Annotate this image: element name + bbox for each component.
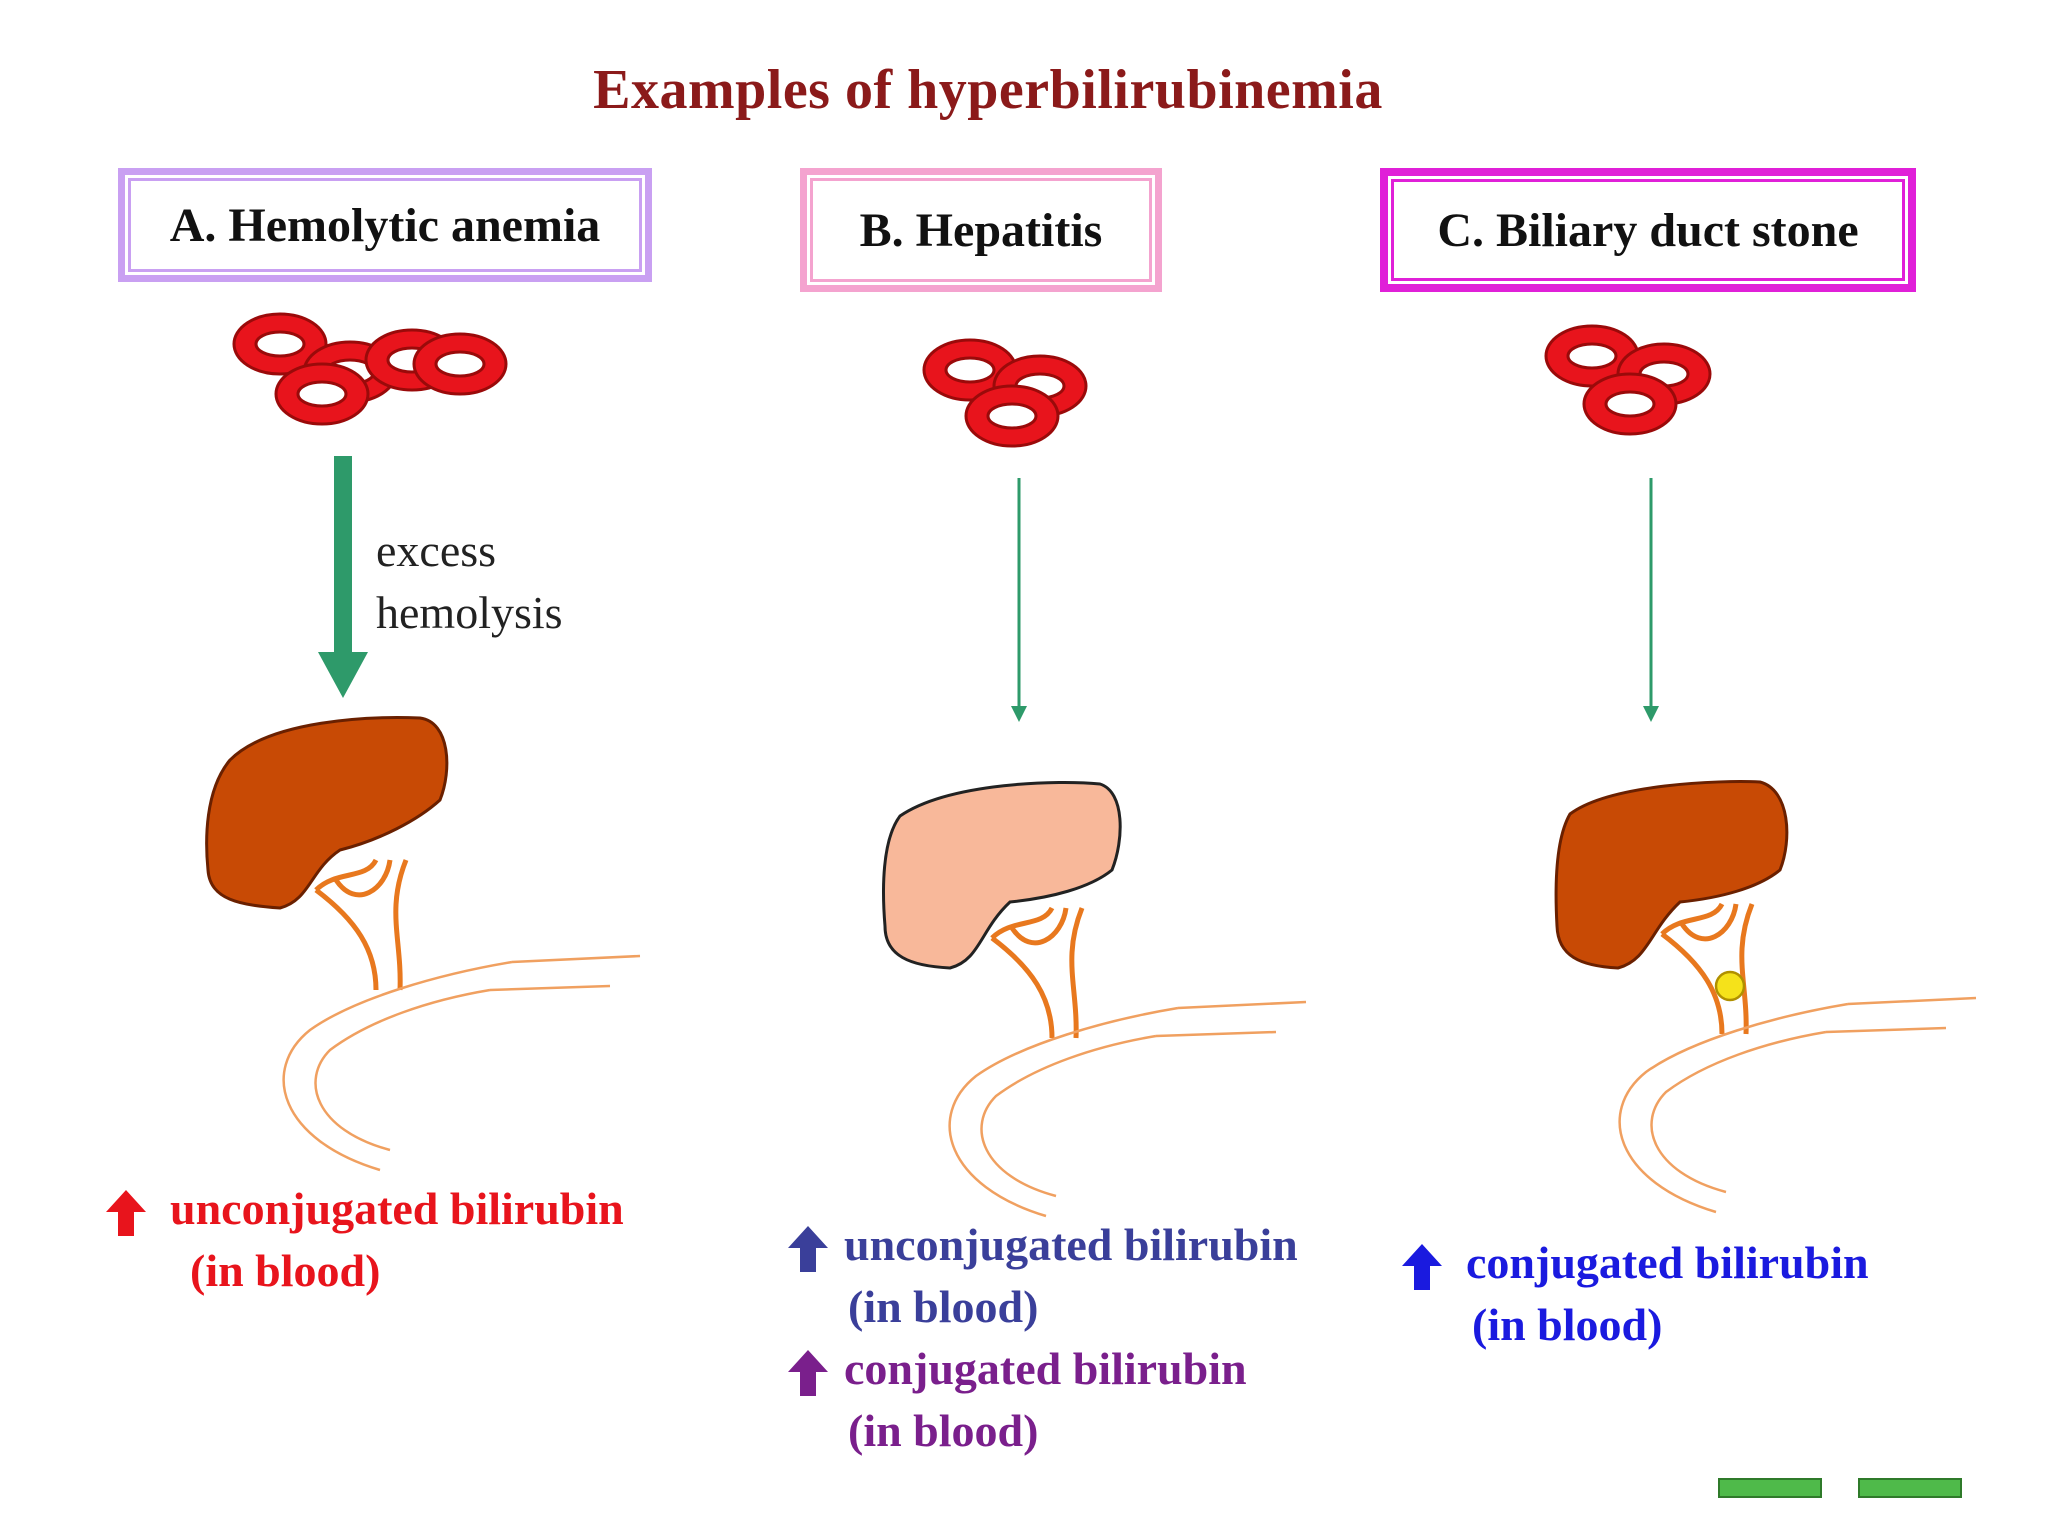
result-line2: (in blood) <box>848 1281 1039 1332</box>
panel-c-label: C. Biliary duct stone <box>1380 168 1916 292</box>
flow-arrow <box>1643 478 1659 722</box>
up-arrow-icon <box>788 1226 828 1273</box>
panel-a-result: unconjugated bilirubin (in blood) <box>104 1178 624 1302</box>
red-blood-cell-icon <box>1544 324 1712 436</box>
liver-icon <box>1554 780 1978 1214</box>
up-arrow-icon <box>788 1350 828 1397</box>
excess-label: excess <box>376 525 497 576</box>
next-slide-icon[interactable] <box>1858 1478 1962 1498</box>
result-line1: unconjugated bilirubin <box>170 1183 624 1234</box>
prev-slide-icon[interactable] <box>1718 1478 1822 1498</box>
result-line1: unconjugated bilirubin <box>844 1219 1298 1270</box>
up-arrow-icon <box>1402 1244 1442 1291</box>
up-arrow-icon <box>106 1190 146 1237</box>
result-line1: conjugated bilirubin <box>1466 1237 1869 1288</box>
panel-a-label: A. Hemolytic anemia <box>118 168 652 282</box>
result-line2: (in blood) <box>848 1405 1039 1456</box>
panel-b-result-1: unconjugated bilirubin (in blood) <box>786 1214 1298 1338</box>
excess-hemolysis-label: excess hemolysis <box>376 520 563 644</box>
liver-icon <box>205 716 642 1172</box>
result-line2: (in blood) <box>190 1245 381 1296</box>
red-blood-cell-icon <box>922 338 1088 448</box>
hemolysis-label: hemolysis <box>376 587 563 638</box>
panel-b-label: B. Hepatitis <box>800 168 1162 292</box>
red-blood-cell-icon <box>232 312 508 426</box>
gallstone-icon <box>1714 970 1746 1002</box>
flow-arrow <box>1011 478 1027 722</box>
excess-hemolysis-arrow <box>318 456 368 698</box>
result-line1: conjugated bilirubin <box>844 1343 1247 1394</box>
panel-b-result-2: conjugated bilirubin (in blood) <box>786 1338 1247 1462</box>
result-line2: (in blood) <box>1472 1299 1663 1350</box>
slide-title: Examples of hyperbilirubinemia <box>593 59 1383 121</box>
panel-c-result: conjugated bilirubin (in blood) <box>1400 1232 1869 1356</box>
liver-icon <box>882 781 1308 1218</box>
